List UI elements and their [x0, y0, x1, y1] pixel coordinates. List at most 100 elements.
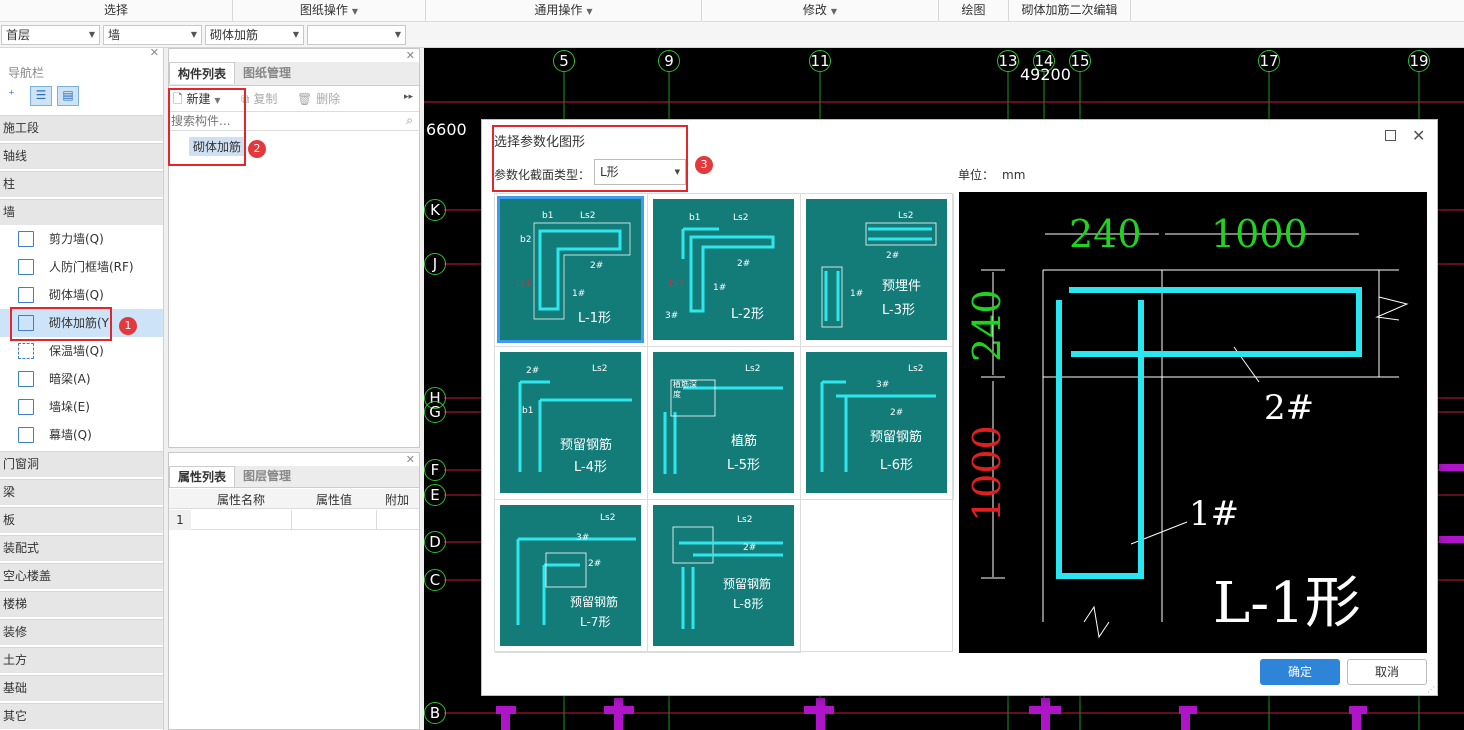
nav-category-stairs[interactable]: 楼梯 [0, 591, 163, 617]
nav-item-hidden-beam[interactable]: 暗梁(A) [0, 365, 163, 393]
close-icon[interactable]: ✕ [405, 49, 415, 62]
component-list-panel: ✕ 构件列表 图纸管理 🗋 新建 ▼ ⧉ 复制 🗑 删除 ▸▸ ⌕ 砌体加筋 [168, 48, 420, 448]
nav-category-openings[interactable]: 门窗洞 [0, 451, 163, 477]
nav-category-foundation[interactable]: 基础 [0, 675, 163, 701]
axis-marker-B: B [424, 702, 446, 724]
shape-option-L4[interactable]: 2# Ls2 b1 预留钢筋 L-4形 [495, 347, 648, 500]
property-panel: ✕ 属性列表 图层管理 属性名称 属性值 附加 1 [168, 452, 420, 730]
ribbon-modify[interactable]: 修改▼ [702, 0, 939, 21]
category-select[interactable]: 墙▼ [103, 25, 202, 45]
axis-marker-5: 5 [553, 50, 575, 72]
tab-component-list[interactable]: 构件列表 [169, 62, 236, 84]
nav-category-construction-segment[interactable]: 施工段 [0, 115, 163, 141]
nav-item-wall-pier[interactable]: 墙垛(E) [0, 393, 163, 421]
sparkle-icon[interactable]: ⁺ [8, 88, 15, 103]
nav-category-wall[interactable]: 墙 [0, 199, 163, 225]
shape-option-L1[interactable]: b1 Ls2 b2 Ls1 2# 1# L-1形 [495, 194, 648, 347]
component-item-masonry-reinforcement[interactable]: 砌体加筋 [189, 137, 246, 156]
ribbon-draw[interactable]: 绘图 [939, 0, 1009, 21]
axis-marker-19: 19 [1408, 50, 1430, 72]
shape-grid: b1 Ls2 b2 Ls1 2# 1# L-1形 b1 Ls2 Ls1 2# [494, 193, 954, 653]
col-property-value: 属性值 [316, 493, 353, 507]
expand-icon[interactable]: ▸▸ [403, 92, 413, 102]
shape-preview: 240 1000 240 1000 2# 1# L-1形 [959, 192, 1427, 653]
tab-drawing-management[interactable]: 图纸管理 [243, 66, 292, 80]
section-type-label: 参数化截面类型： [494, 168, 591, 182]
nav-item-insulation-wall[interactable]: 保温墙(Q) [0, 337, 163, 365]
dim-ls2: 1000 [1211, 212, 1308, 256]
nav-category-slab[interactable]: 板 [0, 507, 163, 533]
component-search-input[interactable] [171, 113, 396, 129]
dim-b1: 240 [1069, 212, 1142, 256]
nav-item-masonry-wall[interactable]: 砌体墙(Q) [0, 281, 163, 309]
chevron-down-icon: ▼ [830, 7, 838, 16]
axis-marker-17: 17 [1258, 50, 1280, 72]
dimension-49200: 49200 [1020, 65, 1071, 84]
civil-defense-wall-icon [18, 259, 34, 275]
resize-grip-icon[interactable]: ⋰ [1427, 685, 1435, 694]
sub-select[interactable]: ▼ [307, 25, 406, 45]
trash-icon: 🗑 [297, 92, 313, 106]
hidden-beam-icon [18, 371, 34, 387]
axis-marker-15: 15 [1069, 50, 1091, 72]
ribbon: 选择 图纸操作▼ 通用操作▼ 修改▼ 绘图 砌体加筋二次编辑 [0, 0, 1464, 22]
bar-1-label: 1# [1189, 494, 1240, 534]
chevron-down-icon: ▼ [351, 7, 359, 16]
shape-option-L2[interactable]: b1 Ls2 Ls1 2# 1# 3# L-2形 [648, 194, 801, 347]
unit-label: 单位：mm [958, 168, 1026, 182]
nav-category-hollow-floor[interactable]: 空心楼盖 [0, 563, 163, 589]
dimension-6600: 6600 [426, 120, 467, 139]
new-file-icon: 🗋 [173, 92, 183, 106]
shape-option-L8[interactable]: Ls2 2# 预留钢筋 L-8形 [648, 500, 801, 653]
list-view-icon[interactable]: ☰ [30, 86, 52, 106]
shape-option-L7[interactable]: Ls2 3# 2# 预留钢筋 L-7形 [495, 500, 648, 653]
maximize-icon[interactable] [1385, 130, 1396, 141]
type-select[interactable]: 砌体加筋▼ [205, 25, 304, 45]
highlight-box-3 [492, 125, 688, 192]
table-row[interactable]: 1 [169, 510, 419, 530]
nav-category-column[interactable]: 柱 [0, 171, 163, 197]
shape-option-L6[interactable]: 3# Ls2 2# 预留钢筋 L-6形 [801, 347, 954, 500]
detail-view-icon[interactable]: ▤ [57, 86, 79, 106]
ribbon-drawing-ops[interactable]: 图纸操作▼ [233, 0, 426, 21]
copy-button[interactable]: ⧉ 复制 [241, 92, 278, 106]
close-icon[interactable]: ✕ [149, 46, 159, 59]
floor-select[interactable]: 首层▼ [1, 25, 100, 45]
cancel-button[interactable]: 取消 [1347, 659, 1427, 685]
nav-category-other[interactable]: 其它 [0, 703, 163, 729]
col-property-name: 属性名称 [217, 493, 266, 507]
nav-category-beam[interactable]: 梁 [0, 479, 163, 505]
dim-ls1: 1000 [965, 425, 1009, 522]
tab-layer-management[interactable]: 图层管理 [243, 469, 292, 483]
ribbon-select[interactable]: 选择 [0, 0, 233, 21]
section-type-select[interactable]: L形▼ [594, 159, 686, 185]
shear-wall-icon [18, 231, 34, 247]
ribbon-general-ops[interactable]: 通用操作▼ [426, 0, 702, 21]
nav-category-axis[interactable]: 轴线 [0, 143, 163, 169]
shape-option-L3[interactable]: Ls2 2# 1# 预埋件 L-3形 [801, 194, 954, 347]
bar-2-label: 2# [1264, 388, 1315, 428]
tab-property-list[interactable]: 属性列表 [169, 466, 236, 487]
dropdown-arrow-icon: ▼ [190, 30, 197, 39]
nav-category-decoration[interactable]: 装修 [0, 619, 163, 645]
search-icon[interactable]: ⌕ [406, 113, 413, 127]
highlight-box-2 [168, 88, 246, 166]
step-badge-2: 2 [248, 140, 266, 158]
shape-option-L5[interactable]: 植筋深度 Ls2 植筋 L-5形 [648, 347, 801, 500]
ribbon-secondary-edit[interactable]: 砌体加筋二次编辑 [1009, 0, 1131, 21]
delete-button[interactable]: 🗑 删除 [297, 92, 341, 106]
new-button[interactable]: 🗋 新建 ▼ [173, 92, 221, 106]
curtain-wall-icon [18, 427, 34, 443]
nav-item-curtain-wall[interactable]: 幕墙(Q) [0, 421, 163, 449]
nav-item-shear-wall[interactable]: 剪力墙(Q) [0, 225, 163, 253]
nav-category-prefab[interactable]: 装配式 [0, 535, 163, 561]
close-icon[interactable]: ✕ [1412, 126, 1426, 145]
masonry-reinforcement-icon [18, 315, 34, 331]
axis-marker-9: 9 [658, 50, 680, 72]
close-icon[interactable]: ✕ [405, 453, 415, 466]
highlight-box-1 [10, 307, 112, 341]
axis-marker-C: C [424, 569, 446, 591]
confirm-button[interactable]: 确定 [1260, 659, 1340, 685]
nav-item-civil-defense-wall[interactable]: 人防门框墙(RF) [0, 253, 163, 281]
nav-category-earthwork[interactable]: 土方 [0, 647, 163, 673]
